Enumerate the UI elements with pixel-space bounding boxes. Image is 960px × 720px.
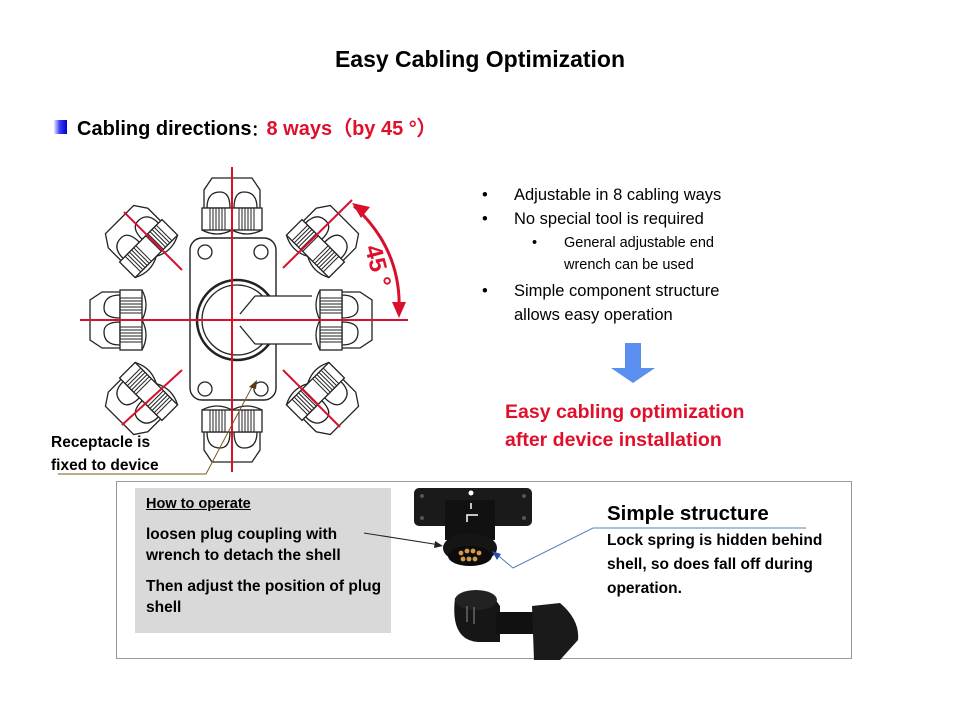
angle-arc bbox=[352, 204, 401, 313]
how-to-header: How to operate bbox=[146, 496, 251, 512]
receptacle-label-line1: Receptacle is bbox=[51, 434, 151, 451]
how-to-step2: Then adjust the position of plug shell bbox=[146, 578, 382, 616]
plug-position-down-left bbox=[97, 358, 182, 443]
receptacle-label: Receptacle is fixed to device bbox=[51, 431, 159, 477]
arc-arrowhead-top bbox=[352, 203, 370, 218]
bullet3-line1: Simple component structure bbox=[514, 282, 720, 300]
bullet-item: Simple component structure allows easy o… bbox=[480, 279, 800, 327]
axis-lines bbox=[80, 167, 408, 472]
result-line2: after device installation bbox=[505, 429, 722, 451]
sub-bullet-line2: wrench can be used bbox=[564, 257, 694, 273]
how-to-operate-box: How to operate loosen plug coupling with… bbox=[135, 488, 391, 633]
bullet-item: Adjustable in 8 cabling ways bbox=[480, 183, 800, 207]
sub-bullet-item: General adjustable end wrench can be use… bbox=[480, 231, 800, 277]
operation-panel bbox=[116, 481, 852, 659]
bullet-square-icon bbox=[54, 120, 67, 134]
sub-bullet-line1: General adjustable end bbox=[564, 235, 714, 251]
slide-title: Easy Cabling Optimization bbox=[334, 46, 626, 72]
simple-structure-body: Lock spring is hidden behind shell, so d… bbox=[607, 532, 823, 597]
subheading-label: Cabling directions bbox=[77, 118, 252, 140]
plug-position-up-right bbox=[282, 197, 367, 282]
arc-arrowhead-bottom bbox=[392, 302, 406, 318]
result-line1: Easy cabling optimization bbox=[505, 401, 745, 423]
plug-position-up-left bbox=[97, 197, 182, 282]
bullet3-line2: allows easy operation bbox=[514, 306, 673, 324]
subheading-value: 8 ways（by 45 °） bbox=[266, 118, 437, 140]
feature-bullets: Adjustable in 8 cabling ways No special … bbox=[480, 183, 800, 327]
simple-structure-title: Simple structure bbox=[607, 502, 769, 525]
receptacle-label-line2: fixed to device bbox=[51, 457, 159, 474]
subheading-separator: ： bbox=[251, 122, 267, 139]
cabling-directions-heading: Cabling directions：8 ways（by 45 °） bbox=[54, 112, 437, 141]
plug-position-down-right bbox=[282, 358, 367, 443]
result-statement: Easy cabling optimization after device i… bbox=[505, 398, 744, 454]
bullet-item: No special tool is required bbox=[480, 207, 800, 231]
receptacle-leader-line bbox=[58, 384, 254, 475]
leader-arrowhead-icon bbox=[249, 380, 257, 389]
how-to-step1: loosen plug coupling with wrench to deta… bbox=[146, 526, 341, 564]
